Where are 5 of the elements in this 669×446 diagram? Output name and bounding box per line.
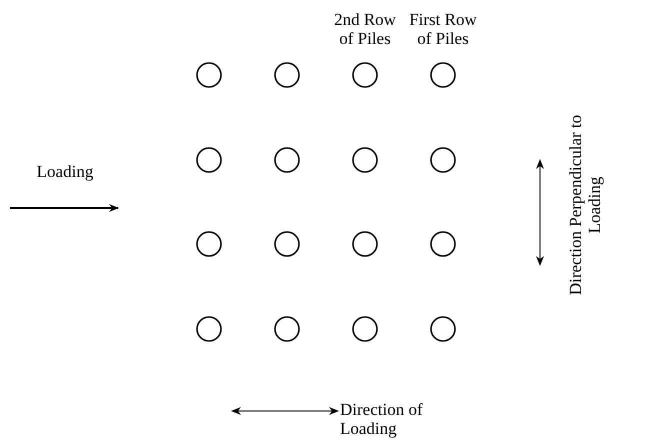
row-label: First Row of Piles (408, 10, 478, 48)
direction-label: Direction Perpendicular to Loading (566, 114, 604, 298)
row-label: 2nd Row of Piles (333, 10, 397, 48)
direction-label: Direction of Loading (340, 400, 424, 438)
loading-label: Loading (36, 162, 94, 181)
